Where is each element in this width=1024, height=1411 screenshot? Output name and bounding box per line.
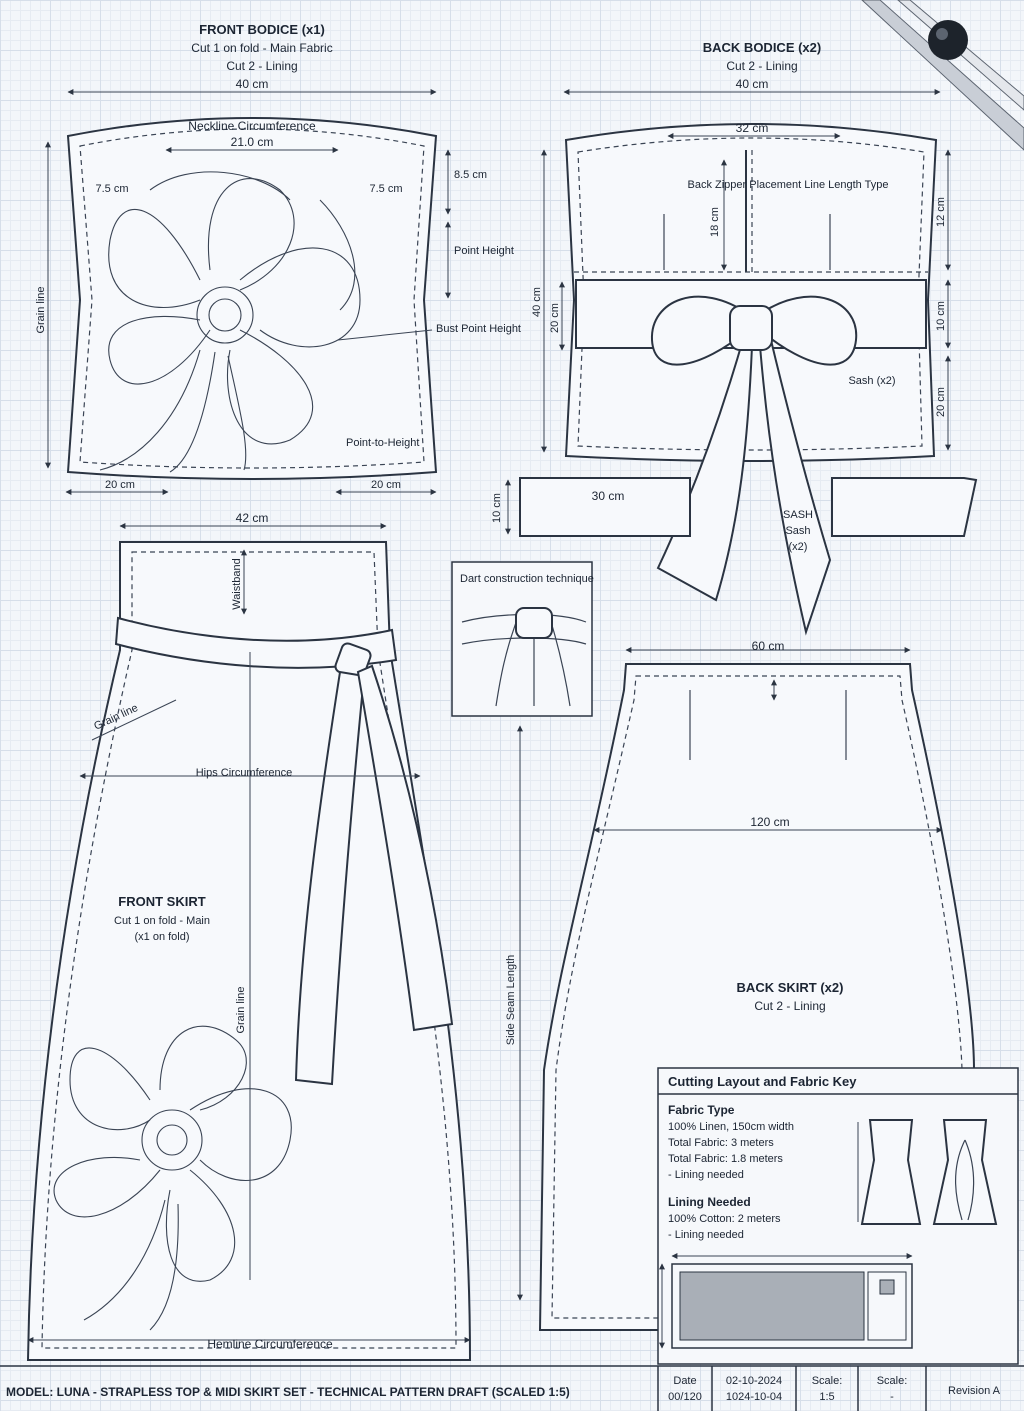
legend-title: Cutting Layout and Fabric Key bbox=[668, 1074, 857, 1089]
sash-length: 30 cm bbox=[592, 489, 625, 503]
legend-fabric-line-4: - Lining needed bbox=[668, 1169, 744, 1181]
sash-label-1: SASH bbox=[783, 509, 813, 521]
footer-c2a: 02-10-2024 bbox=[726, 1375, 782, 1387]
front-grain2: Grain line bbox=[235, 986, 247, 1033]
legend-lining-line-1: 100% Cotton: 2 meters bbox=[668, 1213, 781, 1225]
back-hip: 120 cm bbox=[750, 815, 789, 829]
layout-main-piece bbox=[679, 1271, 865, 1341]
front-skirt-title: FRONT SKIRT bbox=[118, 894, 205, 909]
side-seam-label: Side Seam Length bbox=[505, 955, 517, 1046]
front-right-top: 7.5 cm bbox=[369, 183, 402, 195]
zipper-dim-label: 18 cm bbox=[709, 207, 721, 237]
front-skirt-cut2: (x1 on fold) bbox=[134, 931, 189, 943]
zipper-note-text: Back Zipper Placement Line Length Type bbox=[688, 179, 889, 191]
dart-box-frame bbox=[451, 561, 593, 717]
back-bodice-width: 40 cm bbox=[736, 77, 769, 91]
point-height-label: Point Height bbox=[454, 245, 514, 257]
bust-point-leader bbox=[337, 329, 433, 341]
legend-fabric-line-2: Total Fabric: 3 meters bbox=[668, 1137, 774, 1149]
front-bottom-left: 20 cm bbox=[105, 479, 135, 491]
footer-model: MODEL: LUNA - STRAPLESS TOP & MIDI SKIRT… bbox=[6, 1385, 570, 1399]
hips-label: Hips Circumference bbox=[196, 767, 293, 779]
footer-c2b: 1024-10-04 bbox=[726, 1391, 782, 1403]
footer-c4a: Scale: bbox=[877, 1375, 908, 1387]
grain-leader bbox=[91, 699, 177, 741]
point-to-height-label: Point-to-Height bbox=[346, 437, 419, 449]
back-skirt-cut: Cut 2 - Lining bbox=[754, 999, 825, 1013]
front-bodice-flower-sketch bbox=[99, 171, 361, 473]
legend-lining-line-2: - Lining needed bbox=[668, 1229, 744, 1241]
neckline-value: 21.0 cm bbox=[231, 135, 274, 149]
mini-front-dress bbox=[860, 1119, 922, 1225]
legend-fabric-line-1: 100% Linen, 150cm width bbox=[668, 1121, 794, 1133]
front-left-top: 7.5 cm bbox=[95, 183, 128, 195]
front-depth: 8.5 cm bbox=[454, 169, 487, 181]
front-bodice-title: FRONT BODICE (x1) bbox=[199, 22, 325, 37]
sash-strip: 10 cm 30 cm SASH Sash (x2) bbox=[491, 477, 978, 553]
mini-back-dress bbox=[932, 1119, 998, 1225]
skirt-tie-right bbox=[356, 664, 454, 1032]
bow-right-tail bbox=[758, 334, 832, 636]
back-inner-width: 32 cm bbox=[736, 121, 769, 135]
front-skirt-flower-sketch bbox=[53, 1025, 292, 1331]
compass-tool-icon bbox=[861, 0, 1024, 151]
legend-fabric-type: Fabric Type bbox=[668, 1103, 735, 1117]
back-skirt-width: 60 cm bbox=[752, 639, 785, 653]
front-skirt-cut: Cut 1 on fold - Main bbox=[114, 915, 210, 927]
back-bodice-title: BACK BODICE (x2) bbox=[703, 40, 821, 55]
layout-swatch bbox=[879, 1279, 895, 1295]
legend-fabric-line-3: Total Fabric: 1.8 meters bbox=[668, 1153, 783, 1165]
front-waistband bbox=[114, 616, 398, 669]
neckline-label: Neckline Circumference bbox=[188, 119, 316, 133]
back-skirt-title: BACK SKIRT (x2) bbox=[737, 980, 844, 995]
cutting-layout-legend: Cutting Layout and Fabric Key Fabric Typ… bbox=[657, 1067, 1019, 1365]
waistband-label: Waistband bbox=[231, 558, 243, 610]
dart-box-title: Dart construction technique bbox=[460, 573, 594, 585]
back-right-mid: 10 cm bbox=[935, 301, 947, 331]
dart-construction-box: Dart construction technique bbox=[451, 561, 594, 717]
back-bodice-seam bbox=[577, 137, 925, 451]
front-bodice-cut2: Cut 2 - Lining bbox=[226, 59, 297, 73]
legend-lining: Lining Needed bbox=[668, 1195, 751, 1209]
front-skirt-width: 42 cm bbox=[236, 511, 269, 525]
front-skirt-seam bbox=[41, 551, 457, 1349]
front-grain-label: Grain line bbox=[35, 286, 47, 333]
sash-height: 10 cm bbox=[491, 493, 503, 523]
front-bodice-cut1: Cut 1 on fold - Main Fabric bbox=[191, 41, 332, 55]
sash-strip-right bbox=[831, 477, 978, 537]
sash-label-3: (x2) bbox=[789, 541, 808, 553]
bow-left-loop bbox=[650, 295, 749, 366]
sash-label-2: Sash bbox=[785, 525, 810, 537]
footer-revision: Revision A bbox=[948, 1385, 1001, 1397]
bow-knot bbox=[729, 305, 773, 351]
back-bodice-cut: Cut 2 - Lining bbox=[726, 59, 797, 73]
title-block: MODEL: LUNA - STRAPLESS TOP & MIDI SKIRT… bbox=[0, 1365, 1024, 1411]
back-right-bottom: 20 cm bbox=[935, 387, 947, 417]
front-bodice-piece bbox=[66, 117, 438, 480]
zipper-note: Back Zipper Placement Line Length Type bbox=[688, 179, 889, 191]
back-left-mid: 20 cm bbox=[549, 303, 561, 333]
front-bottom-right: 20 cm bbox=[371, 479, 401, 491]
footer-c4b: - bbox=[890, 1391, 894, 1403]
footer-c3b: 1:5 bbox=[819, 1391, 834, 1403]
footer-c3a: Scale: bbox=[812, 1375, 843, 1387]
footer-c1b: 00/120 bbox=[668, 1391, 702, 1403]
front-skirt: 42 cm Waistband Grain line Hips Circumfe… bbox=[26, 511, 523, 1361]
bust-point-label: Bust Point Height bbox=[436, 323, 521, 335]
front-bodice: FRONT BODICE (x1) Cut 1 on fold - Main F… bbox=[35, 22, 521, 495]
back-left-total: 40 cm bbox=[531, 287, 543, 317]
sash-strip-left bbox=[519, 477, 691, 537]
front-bodice-width: 40 cm bbox=[236, 77, 269, 91]
front-bodice-seam-allowance bbox=[79, 128, 425, 469]
footer-c1a: Date bbox=[673, 1375, 696, 1387]
mini-back-bow bbox=[955, 1139, 975, 1221]
hemline-label: Hemline Circumference bbox=[207, 1337, 333, 1351]
dart-knot bbox=[515, 607, 553, 639]
back-right-top: 12 cm bbox=[935, 197, 947, 227]
bow-right-loop bbox=[759, 295, 858, 366]
back-bodice: BACK BODICE (x2) Cut 2 - Lining 40 cm 32… bbox=[531, 40, 951, 636]
back-sash-label: Sash (x2) bbox=[848, 375, 895, 387]
